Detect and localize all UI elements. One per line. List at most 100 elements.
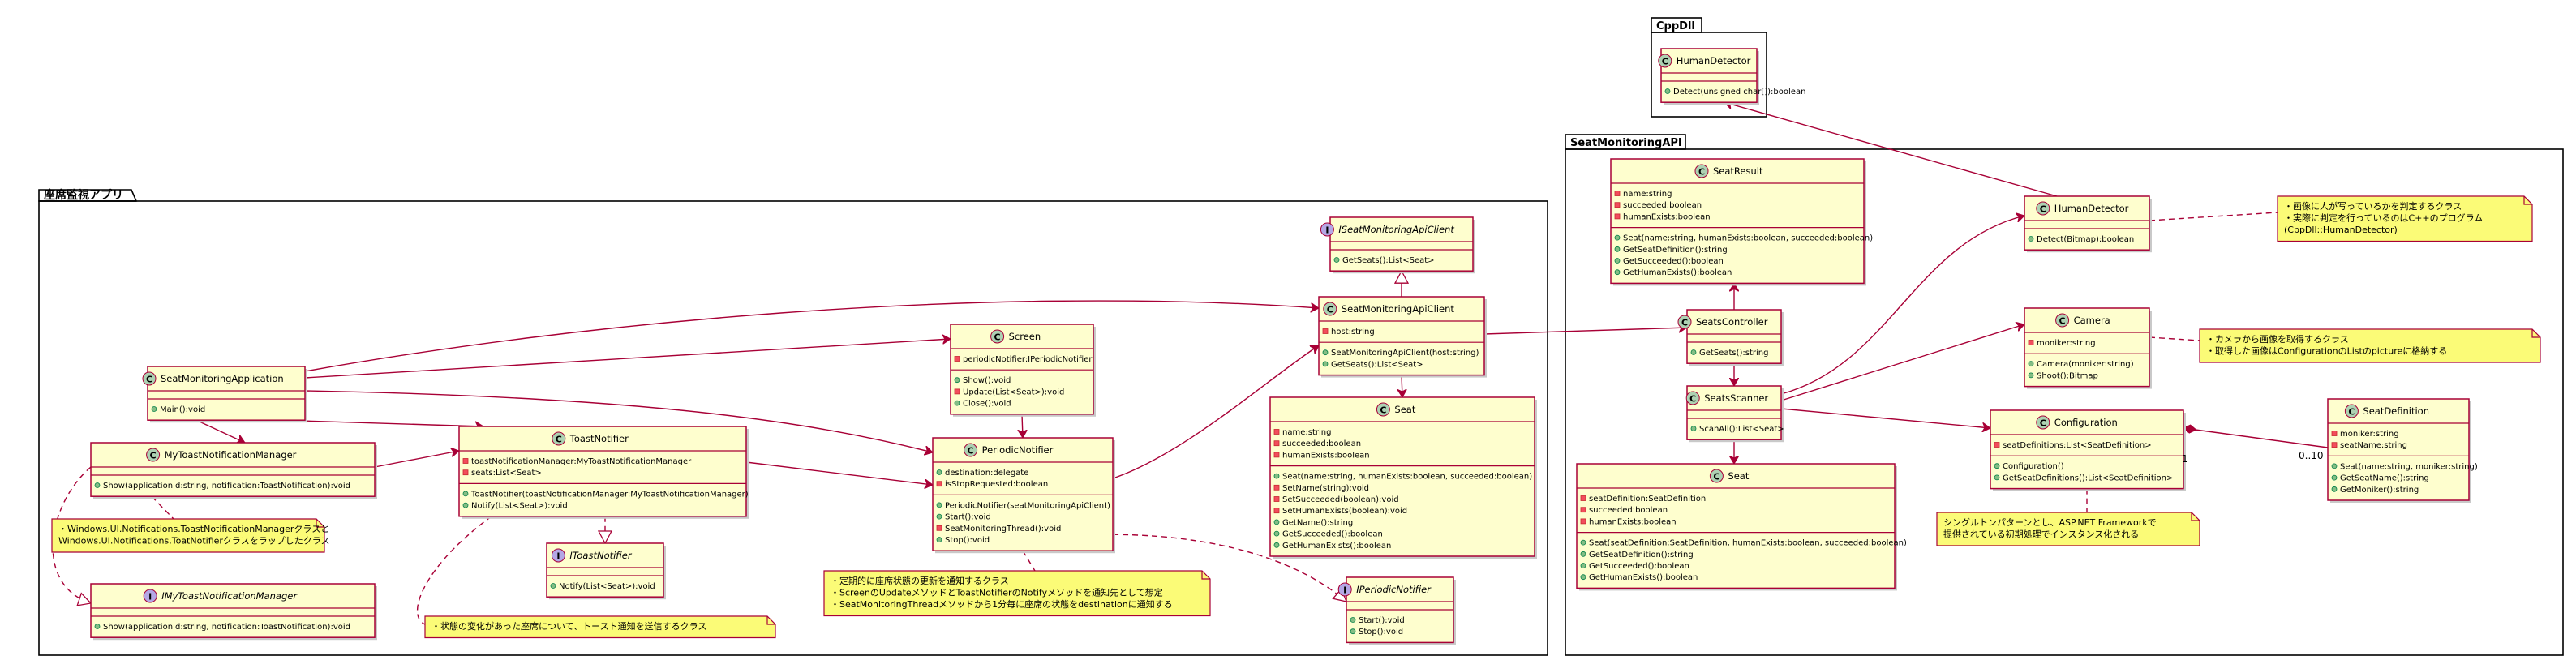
badge-letter: C: [1327, 305, 1333, 315]
interface-badge-icon: [1337, 582, 1352, 597]
private-icon: [1614, 202, 1621, 208]
class-member: toastNotificationManager:MyToastNotifica…: [471, 457, 692, 466]
badge-letter: C: [1681, 318, 1688, 328]
note-link-camera: [2149, 336, 2200, 341]
note-line: ・Windows.UI.Notifications.ToastNotificat…: [58, 524, 329, 534]
class-member: name:string: [1282, 428, 1331, 437]
edge-scanner-to-camera: [1780, 324, 2024, 401]
badge-letter: I: [148, 592, 152, 602]
public-icon: [954, 377, 960, 384]
note-line: 提供されている初期処理でインスタンス化される: [1943, 529, 2139, 540]
class-member: humanExists:boolean: [1589, 517, 1677, 526]
class-member: ScanAll():List<Seat>: [1699, 425, 1784, 434]
class-member: moniker:string: [2037, 339, 2096, 348]
class-name: Seat: [1728, 470, 1749, 482]
private-icon: [1580, 518, 1586, 525]
class-name: SeatDefinition: [2363, 405, 2429, 417]
class-name: ISeatMonitoringApiClient: [1338, 224, 1454, 235]
class-member: succeeded:boolean: [1282, 439, 1361, 448]
badge-letter: C: [1662, 57, 1668, 67]
class-i-my-toast-notification-manager: I IMyToastNotificationManagerShow(applica…: [90, 583, 377, 641]
class-name: HumanDetector: [1677, 55, 1751, 66]
note-line: ・画像に人が写っているかを判定するクラス: [2284, 200, 2462, 212]
class-badge-icon: [1709, 469, 1724, 483]
note-periodic-notifier: ・定期的に座席状態の更新を通知するクラス・ScreenのUpdateメソッドとT…: [823, 570, 1211, 617]
private-icon: [1273, 508, 1280, 514]
badge-letter: C: [2059, 316, 2066, 327]
class-member: GetSeatDefinition():string: [1589, 551, 1694, 559]
note-toast-manager: ・Windows.UI.Notifications.ToastNotificat…: [51, 518, 329, 553]
class-member: moniker:string: [2340, 430, 2399, 439]
note-line: ・SeatMonitoringThreadメソッドから1分毎に座席の状態をdes…: [831, 598, 1173, 610]
class-member: destination:delegate: [945, 469, 1028, 478]
private-icon: [1273, 440, 1280, 447]
class-member: Camera(moniker:string): [2037, 360, 2134, 369]
class-name: IMyToastNotificationManager: [161, 590, 298, 602]
private-icon: [1273, 429, 1280, 435]
class-badge-icon: [1658, 54, 1672, 68]
private-icon: [462, 458, 469, 464]
package-cppdll-label: CppDll: [1656, 20, 1695, 32]
note-link-humandetector: [2149, 212, 2278, 221]
note-line: ・状態の変化があった座席について、トースト通知を送信するクラス: [431, 620, 706, 632]
class-badge-icon: [142, 371, 157, 386]
package-api: SeatMonitoringAPI: [1565, 134, 2564, 656]
public-icon: [1614, 269, 1621, 276]
public-icon: [1994, 474, 2000, 481]
class-member: GetSucceeded():boolean: [1282, 530, 1383, 539]
public-icon: [936, 502, 942, 508]
public-icon: [1690, 349, 1697, 355]
note-configuration: シングルトンパターンとし、ASP.NET Frameworkで提供されている初期…: [1936, 512, 2200, 546]
class-member: isStopRequested:boolean: [945, 480, 1048, 489]
interface-badge-icon: [143, 589, 157, 603]
interface-badge-icon: [551, 548, 565, 563]
relations: [52, 102, 2329, 625]
class-badge-icon: [1323, 302, 1337, 316]
class-member: Seat(name:string, humanExists:boolean, s…: [1282, 473, 1532, 482]
edge-periodic-implements: [1112, 534, 1346, 602]
class-member: succeeded:boolean: [1623, 201, 1702, 210]
class-member: Show(applicationId:string, notification:…: [103, 623, 350, 632]
public-icon: [2331, 474, 2338, 481]
notes: ・Windows.UI.Notifications.ToastNotificat…: [51, 195, 2541, 639]
class-member: seatDefinitions:List<SeatDefinition>: [2003, 441, 2152, 450]
class-name: Camera: [2074, 315, 2110, 326]
class-name: ToastNotifier: [569, 433, 629, 444]
public-icon: [1580, 539, 1586, 546]
edge-screen-to-periodic: [1022, 414, 1023, 438]
private-icon: [1322, 328, 1329, 334]
class-badge-icon: [990, 329, 1005, 344]
edge-humandetector-to-dll: [1724, 102, 2058, 197]
edge-app-to-apiclient: [304, 300, 1319, 372]
public-icon: [1322, 349, 1329, 356]
private-icon: [2028, 340, 2034, 345]
badge-letter: C: [2348, 407, 2355, 418]
public-icon: [954, 400, 960, 406]
note-link-periodic: [1022, 550, 1036, 572]
package-app-label: 座席監視アプリ: [44, 188, 123, 202]
badge-letter: C: [1689, 394, 1696, 405]
class-member: Stop():void: [945, 536, 990, 545]
class-member: SeatMonitoringThread():void: [945, 525, 1061, 534]
class-member: name:string: [1623, 190, 1672, 199]
badge-letter: C: [1380, 405, 1386, 416]
package-app: 座席監視アプリ: [38, 188, 1548, 656]
class-member: ToastNotifier(toastNotificationManager:M…: [470, 490, 749, 499]
class-name: Seat: [1394, 404, 1415, 415]
class-member: GetHumanExists():boolean: [1589, 573, 1698, 582]
note-toast-notifier: ・状態の変化があった座席について、トースト通知を送信するクラス: [424, 615, 776, 639]
class-member: SetName(string):void: [1282, 484, 1369, 493]
public-icon: [1350, 628, 1356, 635]
note-line: ・定期的に座席状態の更新を通知するクラス: [831, 575, 1009, 586]
class-name: SeatsController: [1696, 316, 1768, 328]
